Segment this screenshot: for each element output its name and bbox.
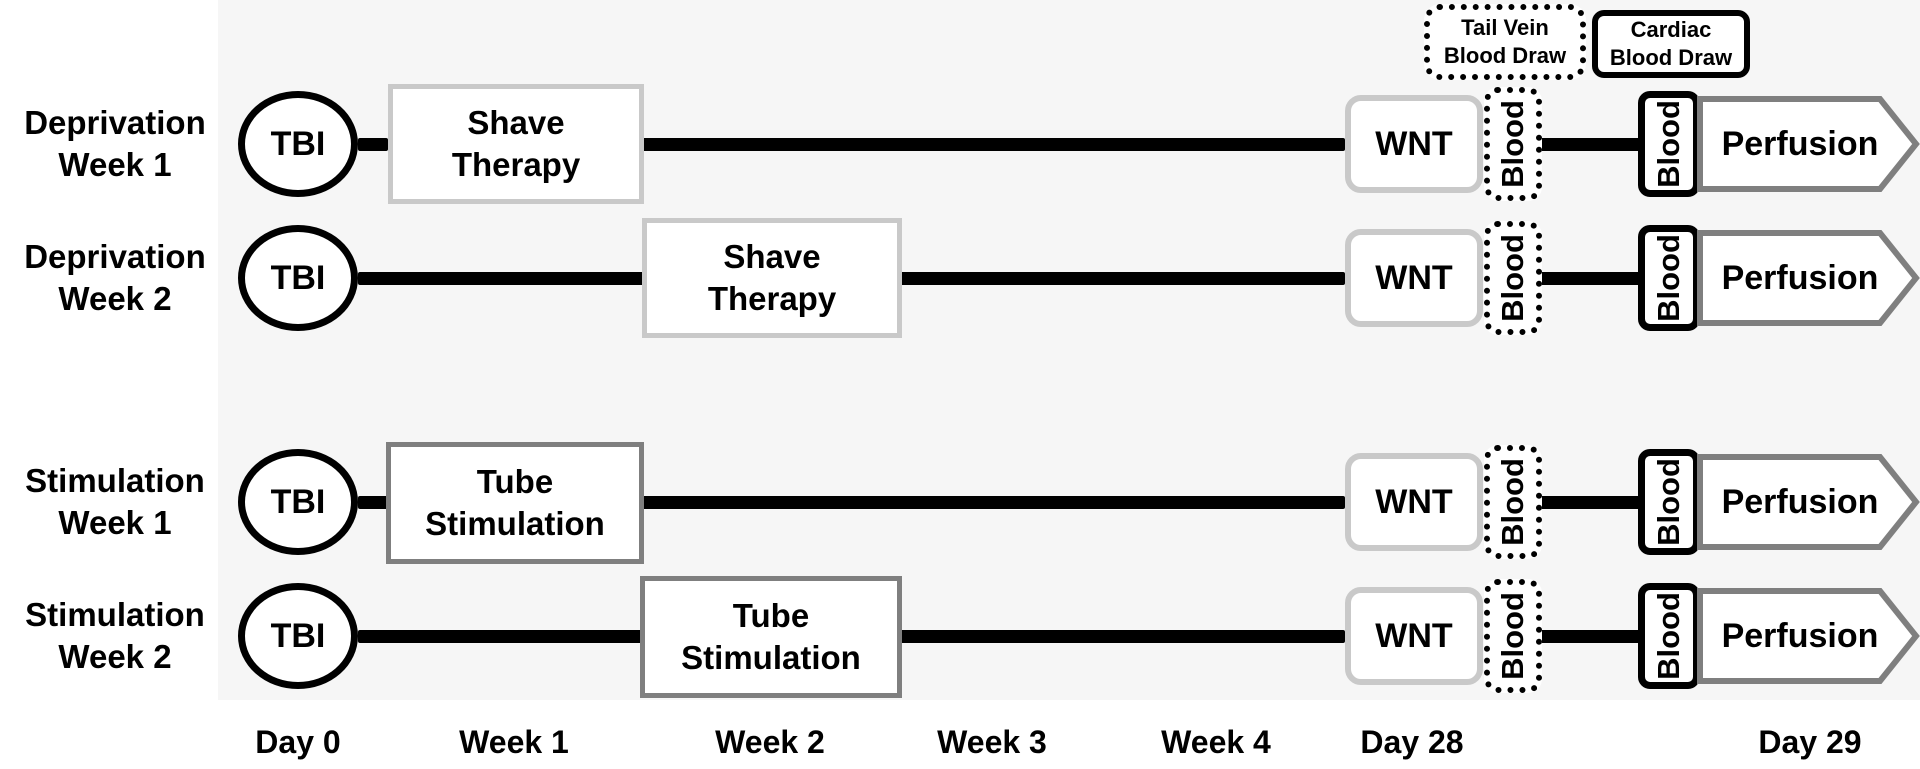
blood-label: Blood [1495, 100, 1530, 188]
wnt-box: WNT [1345, 229, 1483, 327]
legend-tail-vein-blood-draw: Tail Vein Blood Draw [1424, 4, 1586, 80]
row-label-deprivation-week-1: Deprivation Week 1 [24, 104, 206, 183]
axis-label-week-3: Week 3 [937, 724, 1047, 760]
axis-label-day-29: Day 29 [1758, 724, 1862, 760]
timeline-line [898, 272, 1345, 285]
blood-label: Blood [1495, 234, 1530, 322]
timeline-line [640, 496, 1345, 509]
blood-label: Blood [1651, 592, 1686, 680]
tube-stimulation-box: Tube Stimulation [640, 576, 902, 698]
blood-label: Blood [1651, 458, 1686, 546]
perfusion-label: Perfusion [1721, 482, 1879, 521]
shave-therapy-box: Shave Therapy [388, 84, 644, 204]
timeline-line [898, 630, 1345, 643]
wnt-box: WNT [1345, 95, 1483, 193]
tube-stimulation-box: Tube Stimulation [386, 442, 644, 564]
timeline-line [640, 138, 1345, 151]
row-label-stimulation-week-2: Stimulation Week 2 [25, 596, 205, 675]
perfusion-arrow: Perfusion [1696, 453, 1920, 551]
perfusion-arrow-shape [1697, 454, 1920, 550]
timeline-line [358, 138, 388, 151]
tbi-node: TBI [238, 449, 358, 555]
axis-label-week-1: Week 1 [459, 724, 569, 760]
blood-label: Blood [1651, 100, 1686, 188]
perfusion-arrow-shape [1697, 588, 1920, 684]
row-label-deprivation-week-2: Deprivation Week 2 [24, 238, 206, 317]
timeline-line [358, 630, 648, 643]
timeline-line [1540, 496, 1640, 509]
perfusion-label: Perfusion [1721, 616, 1879, 655]
perfusion-arrow: Perfusion [1696, 229, 1920, 327]
perfusion-label: Perfusion [1721, 258, 1879, 297]
tail-vein-blood-box: Blood [1484, 445, 1542, 559]
timeline-line [358, 272, 648, 285]
cardiac-blood-box: Blood [1638, 449, 1700, 555]
wnt-box: WNT [1345, 453, 1483, 551]
timeline-line [1540, 630, 1640, 643]
axis-label-week-2: Week 2 [715, 724, 825, 760]
timeline-line [1540, 138, 1640, 151]
cardiac-blood-box: Blood [1638, 91, 1700, 197]
perfusion-arrow: Perfusion [1696, 95, 1920, 193]
axis-label-day-28: Day 28 [1360, 724, 1464, 760]
perfusion-arrow-shape [1697, 96, 1920, 192]
tail-vein-blood-box: Blood [1484, 221, 1542, 335]
tbi-node: TBI [238, 225, 358, 331]
legend-cardiac-blood-draw: Cardiac Blood Draw [1592, 10, 1750, 78]
tail-vein-blood-box: Blood [1484, 579, 1542, 693]
perfusion-arrow-shape [1697, 230, 1920, 326]
cardiac-blood-box: Blood [1638, 225, 1700, 331]
blood-label: Blood [1651, 234, 1686, 322]
shave-therapy-box: Shave Therapy [642, 218, 902, 338]
cardiac-blood-box: Blood [1638, 583, 1700, 689]
blood-label: Blood [1495, 458, 1530, 546]
timeline-line [1540, 272, 1640, 285]
tbi-node: TBI [238, 91, 358, 197]
row-label-stimulation-week-1: Stimulation Week 1 [25, 462, 205, 541]
axis-label-day-0: Day 0 [255, 724, 341, 760]
timeline-line [358, 496, 388, 509]
wnt-box: WNT [1345, 587, 1483, 685]
tail-vein-blood-box: Blood [1484, 87, 1542, 201]
axis-label-week-4: Week 4 [1161, 724, 1271, 760]
perfusion-label: Perfusion [1721, 124, 1879, 163]
perfusion-arrow: Perfusion [1696, 587, 1920, 685]
tbi-node: TBI [238, 583, 358, 689]
blood-label: Blood [1495, 592, 1530, 680]
